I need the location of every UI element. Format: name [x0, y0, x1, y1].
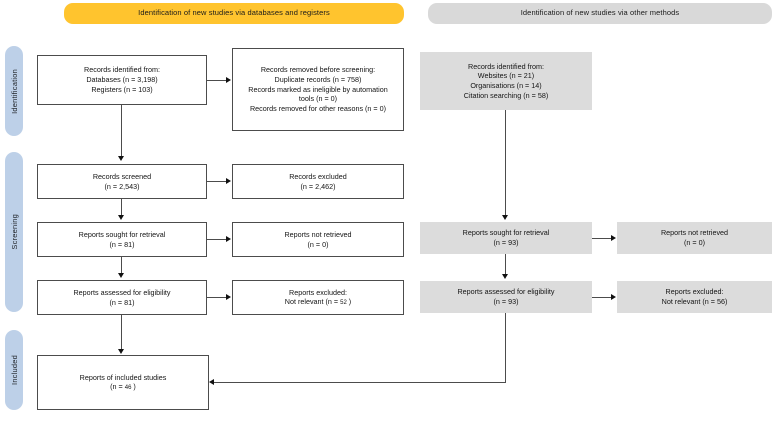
reports-included-line2: (n = 46 )	[42, 382, 204, 392]
records-identified-other-line3: Organisations (n = 14)	[470, 81, 542, 90]
reports-not-retrieved-right-line1: Reports not retrieved	[660, 228, 729, 238]
box-reports-not-retrieved-left: Reports not retrieved (n = 0)	[232, 222, 404, 257]
records-screened-line2: (n = 2,543)	[104, 181, 140, 191]
rail-identification-label: Identification	[9, 68, 19, 114]
arrow-identified-to-screened	[118, 156, 124, 161]
connector-identified-to-removed	[207, 80, 229, 81]
records-identified-line2: Databases (n = 3,198)	[86, 75, 158, 85]
reports-included-line1: Reports of included studies	[79, 372, 167, 382]
connector-sought-to-not-retrieved-right	[592, 238, 614, 239]
records-identified-other-line2: Websites (n = 21)	[477, 71, 535, 81]
box-reports-assessed-right: Reports assessed for eligibility (n = 93…	[420, 281, 592, 313]
reports-not-retrieved-left-line1: Reports not retrieved	[284, 229, 352, 239]
box-records-identified-databases: Records identified from: Databases (n = …	[37, 55, 207, 105]
connector-assessed-right-to-included-vertical	[505, 313, 506, 383]
banner-other-methods: Identification of new studies via other …	[428, 3, 772, 24]
arrow-sought-to-assessed-right	[502, 274, 508, 279]
box-records-excluded: Records excluded (n = 2,462)	[232, 164, 404, 199]
reports-sought-left-line2: (n = 81)	[109, 239, 135, 249]
records-excluded-line2: (n = 2,462)	[300, 181, 336, 191]
arrow-right-column-to-included	[209, 378, 214, 385]
reports-excluded-left-value: 52	[340, 300, 347, 307]
connector-assessed-to-included	[121, 315, 122, 351]
reports-sought-right-line1: Reports sought for retrieval	[462, 228, 550, 238]
reports-assessed-left-line2: (n = 81)	[109, 297, 135, 307]
reports-excluded-right-value: 56	[716, 297, 725, 306]
connector-sought-to-not-retrieved-left	[207, 239, 229, 240]
connector-identified-other-to-sought-right	[505, 110, 506, 217]
reports-not-retrieved-left-line2: (n = 0)	[307, 239, 329, 249]
connector-identified-to-screened	[121, 105, 122, 158]
banner-other-methods-label: Identification of new studies via other …	[520, 8, 680, 18]
reports-excluded-right-prefix: Not relevant (n =	[661, 297, 717, 306]
records-identified-other-line4: Citation searching (n = 58)	[463, 90, 549, 100]
reports-excluded-left-prefix: Not relevant (n =	[284, 297, 341, 307]
reports-excluded-right-line1: Reports excluded:	[665, 287, 724, 297]
connector-sought-to-assessed-left	[121, 257, 122, 275]
rail-included-label: Included	[9, 355, 19, 385]
arrow-sought-to-assessed-left	[118, 273, 124, 278]
records-removed-line3: Records marked as ineligible by automati…	[248, 84, 388, 94]
connector-assessed-right-to-included-horizontal	[214, 382, 506, 383]
connector-sought-to-assessed-right	[505, 254, 506, 276]
records-removed-line1: Records removed before screening:	[260, 65, 376, 75]
reports-excluded-left-suffix: )	[346, 297, 352, 307]
rail-included: Included	[5, 330, 23, 410]
reports-assessed-right-line1: Reports assessed for eligibility	[457, 287, 555, 297]
box-reports-excluded-right: Reports excluded: Not relevant (n = 56)	[617, 281, 772, 313]
records-identified-other-line1: Records identified from:	[468, 61, 544, 71]
box-records-removed-before-screening: Records removed before screening: Duplic…	[232, 48, 404, 131]
box-reports-excluded-left: Reports excluded: Not relevant (n = 52 )	[232, 280, 404, 315]
reports-assessed-left-line1: Reports assessed for eligibility	[73, 287, 171, 297]
connector-assessed-to-excluded-right	[592, 297, 614, 298]
records-identified-line3: Registers (n = 103)	[91, 84, 153, 94]
rail-screening: Screening	[5, 152, 23, 312]
banner-databases-label: Identification of new studies via databa…	[138, 8, 330, 18]
box-reports-assessed-left: Reports assessed for eligibility (n = 81…	[37, 280, 207, 315]
arrow-identified-other-to-sought-right	[502, 215, 508, 220]
banner-databases-registers: Identification of new studies via databa…	[64, 3, 404, 24]
connector-screened-to-sought	[121, 199, 122, 217]
connector-screened-to-excluded	[207, 181, 229, 182]
arrow-assessed-to-excluded-right	[611, 293, 616, 300]
box-records-screened: Records screened (n = 2,543)	[37, 164, 207, 199]
arrow-screened-to-sought	[118, 215, 124, 220]
rail-identification: Identification	[5, 46, 23, 136]
reports-excluded-left-line1: Reports excluded:	[289, 287, 347, 297]
records-identified-line1: Records identified from:	[84, 65, 160, 75]
arrow-sought-to-not-retrieved-left	[226, 235, 231, 242]
reports-excluded-right-line2: Not relevant (n = 56)	[621, 297, 768, 307]
reports-included-prefix: (n =	[110, 382, 125, 392]
reports-excluded-right-suffix: )	[724, 297, 728, 306]
reports-excluded-left-line2: Not relevant (n = 52 )	[237, 297, 399, 307]
reports-not-retrieved-right-line2: (n = 0)	[684, 238, 705, 247]
box-reports-not-retrieved-right: Reports not retrieved (n = 0)	[617, 222, 772, 254]
reports-assessed-right-line2: (n = 93)	[493, 297, 519, 306]
records-screened-line1: Records screened	[92, 171, 152, 181]
records-excluded-line1: Records excluded	[289, 171, 347, 181]
arrow-identified-to-removed	[226, 76, 231, 83]
reports-included-suffix: )	[131, 382, 136, 392]
box-records-identified-other: Records identified from: Websites (n = 2…	[420, 52, 592, 110]
records-removed-line2: Duplicate records (n = 758)	[274, 74, 362, 84]
connector-assessed-to-excluded-left	[207, 297, 229, 298]
records-removed-line5: Records removed for other reasons (n = 0…	[249, 104, 387, 114]
reports-included-value: 46	[124, 385, 132, 392]
box-reports-included: Reports of included studies (n = 46 )	[37, 355, 209, 410]
arrow-sought-to-not-retrieved-right	[611, 234, 616, 241]
arrow-assessed-to-included	[118, 349, 124, 354]
reports-sought-right-line2: (n = 93)	[493, 238, 519, 247]
records-removed-line4: tools (n = 0)	[298, 94, 338, 104]
arrow-assessed-to-excluded-left	[226, 293, 231, 300]
box-reports-sought-left: Reports sought for retrieval (n = 81)	[37, 222, 207, 257]
rail-screening-label: Screening	[9, 214, 19, 250]
reports-sought-left-line1: Reports sought for retrieval	[78, 229, 166, 239]
box-reports-sought-right: Reports sought for retrieval (n = 93)	[420, 222, 592, 254]
arrow-screened-to-excluded	[226, 177, 231, 184]
